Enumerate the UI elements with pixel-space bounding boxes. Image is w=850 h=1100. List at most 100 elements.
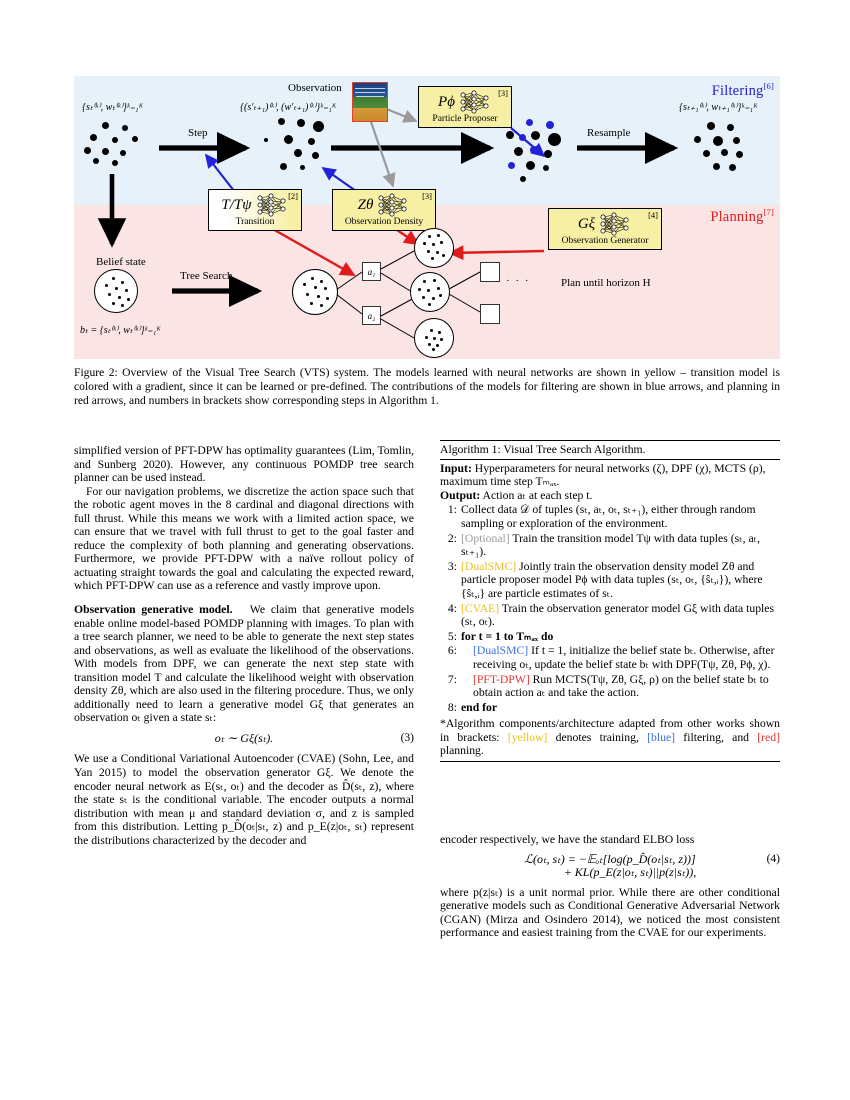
step-text-body: Run MCTS(Tψ, Zθ, Gξ, ρ) on the belief st… (473, 672, 769, 700)
action-a1-label: a₁ (367, 266, 376, 277)
algorithm-step: 8: end for (440, 700, 780, 715)
step-tag: [PFT-DPW] (473, 672, 530, 686)
filtering-band-label: Filtering[6] (712, 81, 774, 100)
algorithm-step: 1: Collect data 𝒟 of tuples (sₜ, aₜ, oₜ,… (440, 502, 780, 530)
footnote-red-tag: [red] (757, 730, 780, 744)
footnote-mid2: filtering, and (675, 730, 758, 744)
algorithm-step: 6: [DualSMC] If t = 1, initialize the be… (440, 643, 780, 671)
step-text: [Optional] Train the transition model Tψ… (461, 532, 780, 559)
step-text-body: Jointly train the observation density mo… (461, 559, 763, 600)
algorithm-box: Algorithm 1: Visual Tree Search Algorith… (440, 440, 780, 763)
tree-root-belief-node (292, 269, 338, 315)
action-node-a2[interactable]: a₂ (362, 306, 381, 325)
right-text-column: encoder respectively, we have the standa… (440, 833, 780, 940)
transition-symbol: T/Tψ (221, 196, 252, 213)
paragraph-observation-generative-model: Observation generative model. We claim t… (74, 603, 414, 725)
paragraph: encoder respectively, we have the standa… (440, 833, 695, 846)
particles-current-math: {sₜ⁽ᵏ⁾, wₜ⁽ᵏ⁾}ᵏ₌₁ᴷ (82, 102, 144, 113)
step-number: 5: (447, 629, 457, 643)
observation-generator-step-number: [4] (648, 210, 658, 220)
paragraph: simplified version of PFT-DPW has optima… (74, 444, 414, 485)
step-number: 3: (447, 559, 457, 573)
algorithm-top-rule (440, 440, 780, 441)
step-text-body: Train the observation generator model Gξ… (461, 601, 775, 629)
belief-definition-math: bₜ = {sₜ⁽ᵏ⁾, wₜ⁽ᵏ⁾}ᵏ₌₁ᴷ (80, 325, 162, 336)
input-text: Hyperparameters for neural networks (ζ),… (440, 461, 766, 489)
figure-2-diagram: Filtering[6] Planning[7] Observation Ste… (74, 76, 780, 359)
filtering-ref: [6] (763, 81, 774, 91)
neural-network-icon (600, 212, 629, 236)
particles-proposed-math: {(s′ₜ₊₁)⁽ᵏ⁾, (w′ₜ₊₁)⁽ᵏ⁾}ᵏ₌₁ᴷ (240, 102, 337, 113)
observation-label: Observation (288, 82, 342, 94)
equation-4-line2: + KL(p_E(z|oₜ, sₜ)||p(z|sₜ)), (563, 865, 697, 880)
footnote-pre: *Algorithm components/architecture adapt… (440, 717, 780, 744)
paragraph-text: We claim that generative models enable o… (74, 603, 414, 725)
step-number: 6: (447, 644, 457, 658)
step-text-body: If t = 1, initialize the belief state bₜ… (473, 644, 775, 671)
paragraph: We use a Conditional Variational Autoenc… (74, 752, 414, 847)
equation-3-body: oₜ ∼ Gξ(sₜ). (214, 730, 274, 745)
footnote-end: planning. (440, 744, 484, 758)
output-text: Action aₜ at each step t. (480, 488, 593, 502)
equation-4: ℒ(oₜ, sₜ) = −𝔼ₒₜ[log(p_D̂(oₜ|sₜ, z))] + … (440, 851, 780, 880)
tree-search-label: Tree Search (180, 270, 233, 282)
plan-horizon-label: Plan until horizon H (561, 277, 651, 289)
step-text: end for (461, 700, 498, 714)
step-tag: [DualSMC] (473, 644, 529, 658)
model-box-observation-generator[interactable]: [4] Gξ Observation Generator (548, 208, 662, 250)
transition-step-number: [2] (288, 191, 298, 201)
neural-network-icon (378, 193, 407, 217)
planning-text: Planning (710, 208, 764, 225)
step-label: Step (188, 127, 208, 139)
neural-network-icon (257, 193, 286, 217)
footnote-mid: denotes training, (547, 730, 648, 744)
algorithm-title: Algorithm 1: Visual Tree Search Algorith… (440, 443, 646, 456)
tree-leaf-node (480, 304, 500, 324)
belief-state-circle (94, 269, 138, 313)
particle-cluster-stepped (264, 118, 326, 174)
step-number: 7: (447, 672, 457, 686)
model-box-particle-proposer[interactable]: [3] Pϕ Particle Proposer (418, 86, 512, 128)
step-text: for t = 1 to Tₘₐₓ do (461, 629, 554, 643)
footnote-blue-tag: [blue] (647, 730, 676, 744)
step-tag: [CVAE] (461, 601, 500, 615)
particle-proposer-caption: Particle Proposer (432, 114, 498, 124)
observation-generator-caption: Observation Generator (561, 236, 649, 246)
observation-image-thumbnail (352, 82, 388, 122)
resample-label: Resample (587, 127, 631, 139)
planning-band-label: Planning[7] (710, 207, 774, 226)
observation-density-symbol: Zθ (357, 196, 374, 213)
algorithm-title-rule (440, 458, 780, 460)
tree-child-belief-node (410, 272, 450, 312)
action-node-a1[interactable]: a₁ (362, 262, 381, 281)
model-box-transition[interactable]: [2] T/Tψ Transition (208, 189, 302, 231)
step-text: [DualSMC] If t = 1, initialize the belie… (461, 644, 780, 671)
particle-proposer-symbol: Pϕ (438, 93, 455, 110)
step-number: 8: (447, 700, 457, 714)
model-box-observation-density[interactable]: [3] Zθ Observation Density (332, 189, 436, 231)
algorithm-footnote: *Algorithm components/architecture adapt… (440, 714, 780, 758)
step-text: [DualSMC] Jointly train the observation … (461, 560, 780, 601)
step-number: 2: (447, 531, 457, 545)
observation-density-step-number: [3] (422, 191, 432, 201)
algorithm-step: 4: [CVAE] Train the observation generato… (440, 601, 780, 629)
algorithm-step: 5: for t = 1 to Tₘₐₓ do (440, 629, 780, 644)
observation-generator-symbol: Gξ (577, 215, 596, 232)
step-number: 4: (447, 601, 457, 615)
algorithm-step: 3: [DualSMC] Jointly train the observati… (440, 559, 780, 601)
equation-4-line1: ℒ(oₜ, sₜ) = −𝔼ₒₜ[log(p_D̂(oₜ|sₜ, z))] (524, 851, 696, 866)
step-text: [CVAE] Train the observation generator m… (461, 602, 780, 629)
planning-ref: [7] (763, 207, 774, 217)
algorithm-input: Input: Hyperparameters for neural networ… (440, 462, 780, 489)
step-tag: [DualSMC] (461, 559, 517, 573)
belief-state-label: Belief state (96, 256, 146, 268)
footnote-yellow-tag: [yellow] (507, 730, 548, 744)
figure-caption: Figure 2: Overview of the Visual Tree Se… (74, 366, 780, 408)
step-tag: [Optional] (461, 531, 510, 545)
particle-proposer-step-number: [3] (498, 88, 508, 98)
tree-child-belief-node (414, 228, 454, 268)
algorithm-output: Output: Action aₜ at each step t. (440, 489, 780, 503)
step-text-body: Train the transition model Tψ with data … (461, 531, 761, 559)
filtering-text: Filtering (711, 82, 764, 99)
